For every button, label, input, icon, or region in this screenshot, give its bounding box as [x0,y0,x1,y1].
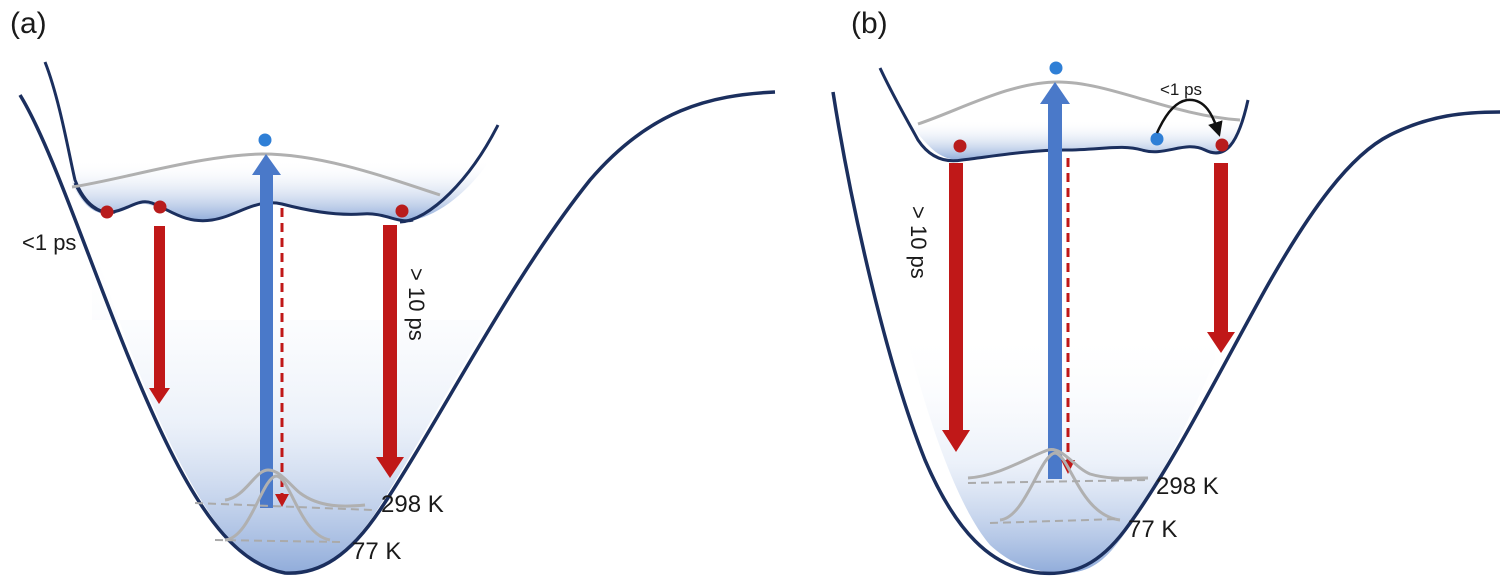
excitation-arrow-a [252,154,281,508]
excited-dot-b-shallow [1150,132,1164,146]
excited-population-curve-a [71,152,441,197]
decay-arrow-a-left [149,226,170,404]
ground-state-gradient-a [92,240,490,573]
panel-a-label: (a) [10,7,47,40]
ground-state-curve-b [831,91,1501,576]
level-298k-b [967,479,1149,484]
dashed-emission-arrow-a [275,208,289,507]
level-298k-a [194,502,373,511]
decay-arrow-a-right [376,225,404,478]
fast-transfer-label-b: <1 ps [1160,80,1202,99]
slow-decay-label-a: > 10 ps [404,268,429,341]
ground-population-77k-a [224,474,331,542]
temp-298k-label-b: 298 K [1156,473,1219,500]
trapped-state-dot-a2 [153,200,167,214]
panel-b-label: (b) [851,7,888,40]
panel-b: (b) [831,7,1501,576]
slow-decay-label-b: > 10 ps [906,206,931,279]
excitation-arrow-b [1040,82,1070,479]
ground-population-298k-b [967,448,1149,480]
decay-arrow-b-left [942,163,970,452]
trapped-state-dot-a1 [100,205,114,219]
temp-77k-label-a: 77 K [352,538,401,565]
ground-population-77k-b [999,451,1121,522]
trapped-state-dot-b1 [953,139,967,153]
excited-dot-a [258,133,272,147]
ground-population-298k-a [224,468,366,508]
fast-transfer-label-a: <1 ps [22,230,76,255]
trapped-state-dot-a3 [395,204,409,218]
decay-arrow-b-right [1207,163,1235,353]
excited-dot-b-top [1049,61,1063,75]
temp-298k-label-a: 298 K [381,491,444,518]
excited-state-curve-b [878,67,1250,163]
excited-population-curve-b [917,80,1241,126]
level-77k-b [989,518,1121,524]
trapped-state-dot-b2 [1215,138,1229,152]
intrawell-hop-arrow-b [1155,98,1223,137]
ground-state-curve-a [18,90,776,575]
level-77k-a [214,539,341,543]
excited-state-fill-a [72,160,490,221]
temp-77k-label-b: 77 K [1128,516,1177,543]
panel-a: (a) [10,7,776,575]
